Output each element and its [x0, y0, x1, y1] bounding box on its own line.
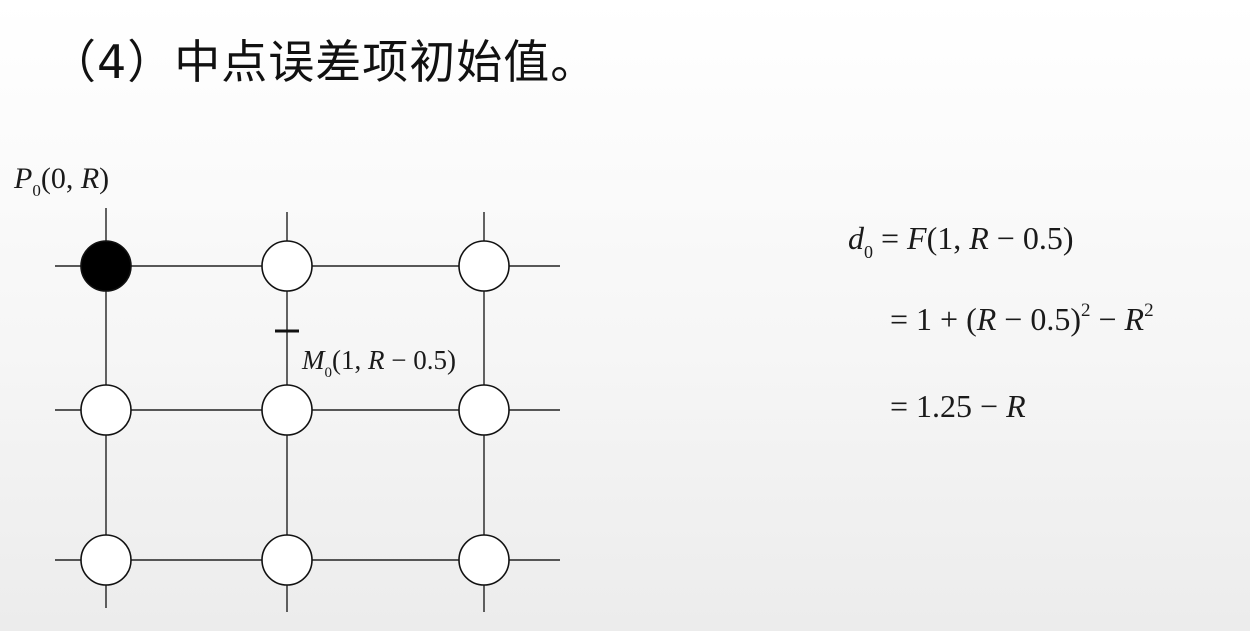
p0-label-args: (0,: [41, 162, 81, 195]
formula-line2-minus: −: [1091, 301, 1125, 337]
formula-line2-var2: R: [1124, 301, 1145, 337]
m0-label-sub: 0: [325, 365, 333, 381]
formula-lhs-var: d: [848, 220, 865, 256]
m0-label-rest: − 0.5): [385, 345, 456, 375]
formula-line2-mid: − 0.5): [996, 301, 1081, 337]
m0-label-name: M: [301, 345, 326, 375]
pixel-node: [458, 534, 510, 586]
p0-label: P0(0, R): [13, 162, 109, 200]
formula-line1-var: R: [968, 220, 989, 256]
pixel-node: [80, 384, 132, 436]
formula-line1-eq: =: [881, 220, 907, 256]
pixel-node: [80, 534, 132, 586]
p0-label-sub: 0: [32, 181, 41, 200]
formula-line1-fn: F: [906, 220, 927, 256]
formula-lhs-sub: 0: [864, 242, 873, 262]
p0-label-close: ): [99, 162, 109, 195]
formula-line3-var: R: [1005, 388, 1026, 424]
m0-label: M0(1, R − 0.5): [301, 345, 456, 381]
formula-line2-exp1: 2: [1081, 300, 1091, 321]
m0-label-var: R: [367, 345, 385, 375]
pixel-node-p0: [80, 240, 132, 292]
formula-line3-eq: = 1.25 −: [890, 388, 1006, 424]
formula-line1-args: (1,: [927, 220, 970, 256]
pixel-node: [261, 240, 313, 292]
pixel-node: [458, 384, 510, 436]
formula-line2-eq: = 1 + (: [890, 301, 977, 337]
formula-line1-rest: − 0.5): [989, 220, 1074, 256]
formula-line-2: = 1 + (R − 0.5)2 − R2: [890, 300, 1154, 337]
slide-title: （4）中点误差项初始值。: [50, 35, 598, 89]
pixel-node: [458, 240, 510, 292]
formula-line-3: = 1.25 − R: [890, 388, 1026, 424]
formula-line2-exp2: 2: [1144, 300, 1154, 321]
pixel-node: [261, 534, 313, 586]
formula-line-1: d0 = F(1, R − 0.5): [848, 220, 1074, 262]
formula-line2-var1: R: [976, 301, 997, 337]
m0-label-args: (1,: [332, 345, 368, 375]
pixel-node: [261, 384, 313, 436]
p0-label-name: P: [13, 162, 32, 195]
p0-label-var: R: [80, 162, 99, 195]
